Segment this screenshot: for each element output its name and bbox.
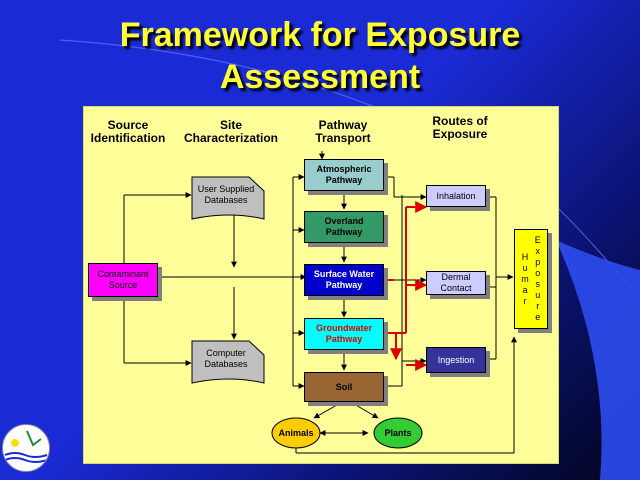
computer-databases-shape [191, 340, 265, 384]
header-site: Site Characterization [183, 118, 279, 145]
animals-label: Animals [278, 427, 314, 438]
agency-logo [2, 424, 50, 472]
user-databases-shape [191, 176, 265, 220]
human-exposure-box: H u m a r E x p o s u r e [514, 229, 548, 329]
exposure-letter: s [535, 279, 540, 289]
human-letter: a [522, 284, 528, 295]
overland-pathway-box: Overland Pathway [304, 211, 384, 243]
flow-connectors [123, 151, 517, 454]
human-label: H u m a r [521, 252, 529, 307]
globe-icon [4, 426, 48, 470]
atmospheric-pathway-box: Atmospheric Pathway [304, 159, 384, 191]
exposure-letter: p [535, 257, 541, 267]
exposure-letter: x [535, 246, 540, 256]
computer-databases-label: Computer Databases [204, 348, 248, 369]
plants-ellipse [373, 417, 423, 449]
soil-box: Soil [304, 372, 384, 402]
animals-ellipse [271, 417, 321, 449]
title-line-2: Assessment [219, 58, 421, 96]
surface-water-pathway-box: Surface Water Pathway [304, 264, 384, 296]
exposure-letter: o [535, 268, 541, 278]
exposure-letter: r [536, 301, 540, 311]
exposure-letter: e [535, 312, 541, 322]
contaminant-source-box: Contaminant Source [88, 263, 158, 297]
header-routes: Routes of Exposure [432, 114, 488, 141]
exposure-letter: u [535, 290, 541, 300]
diagram-panel: Source Identification Site Characterizat… [83, 106, 559, 464]
ingestion-box: Ingestion [426, 347, 486, 373]
exposure-label: E x p o s u r e [535, 235, 541, 323]
human-letter: m [521, 273, 529, 284]
slide-title: Framework for Exposure Assessment [0, 14, 640, 98]
dermal-contact-box: Dermal Contact [426, 271, 486, 295]
user-databases-label: User Supplied Databases [197, 184, 255, 205]
plants-label: Plants [384, 427, 412, 438]
human-letter: r [523, 295, 527, 306]
groundwater-pathway-box: Groundwater Pathway [304, 318, 384, 350]
inhalation-box: Inhalation [426, 185, 486, 207]
human-letter: u [522, 262, 528, 273]
title-line-1: Framework for Exposure [119, 16, 521, 54]
header-pathway: Pathway Transport [315, 118, 371, 145]
exposure-letter: E [534, 235, 541, 245]
human-letter: H [521, 251, 529, 262]
header-source: Source Identification [90, 118, 166, 145]
